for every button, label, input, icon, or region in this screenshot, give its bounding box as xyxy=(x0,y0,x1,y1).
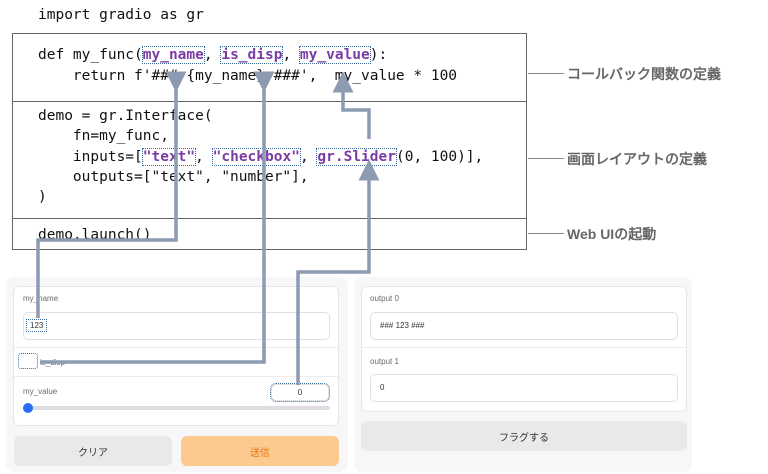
annotation-leader xyxy=(528,73,564,74)
launch-code-box xyxy=(12,218,527,250)
import-line: import gradio as gr xyxy=(38,7,204,23)
input-text: "text" xyxy=(141,148,197,166)
is-disp-checkbox[interactable] xyxy=(18,353,38,369)
divider xyxy=(14,347,338,348)
arg-is-disp: is_disp xyxy=(220,46,284,64)
flag-button[interactable]: フラグする xyxy=(361,421,687,451)
slider-thumb[interactable] xyxy=(23,403,33,413)
fn-line: fn=my_func, xyxy=(38,128,169,144)
slider-number-input[interactable]: 0 xyxy=(270,383,330,402)
annotation-callback: コールバック関数の定義 xyxy=(567,66,721,82)
slider-label: my_value xyxy=(23,387,58,396)
func-def-suffix: ): xyxy=(369,47,388,63)
slider-args: (0, 100)], xyxy=(395,149,484,165)
output1-label: output 1 xyxy=(370,357,399,366)
clear-button[interactable]: クリア xyxy=(14,436,172,466)
arg-separator: , xyxy=(282,47,300,63)
name-field-label: my_name xyxy=(23,294,59,303)
slider-track[interactable] xyxy=(28,406,330,410)
input-panel xyxy=(13,286,339,426)
output1-value: 0 xyxy=(370,374,678,402)
output0-label: output 0 xyxy=(370,294,399,303)
connector-is-disp xyxy=(40,71,275,364)
output0-value: ### 123 ### xyxy=(370,312,678,340)
inputs-line: inputs=["text", "checkbox", gr.Slider(0,… xyxy=(38,148,484,166)
func-def-line: def my_func(my_name, is_disp, my_value): xyxy=(38,46,387,64)
annotation-layout: 画面レイアウトの定義 xyxy=(567,151,707,167)
demo-line: demo = gr.Interface( xyxy=(38,108,213,124)
annotation-leader xyxy=(528,158,564,159)
connector-my-name xyxy=(36,71,187,318)
func-def-prefix: def my_func( xyxy=(38,47,143,63)
annotation-launch: Web UIの起動 xyxy=(567,226,657,242)
annotation-leader xyxy=(528,233,564,234)
connector-slider-arg xyxy=(332,71,371,139)
close-paren-line: ) xyxy=(38,189,47,205)
inputs-prefix: inputs=[ xyxy=(38,149,143,165)
arg-my-value: my_value xyxy=(298,46,371,64)
connector-my-value xyxy=(296,159,380,385)
name-input[interactable]: 123 xyxy=(23,312,330,340)
divider xyxy=(14,376,338,377)
arg-my-name: my_name xyxy=(141,46,205,64)
name-input-value: 123 xyxy=(25,319,48,332)
submit-button[interactable]: 送信 xyxy=(181,436,339,466)
input-checkbox: "checkbox" xyxy=(211,148,301,166)
arg-separator: , xyxy=(203,47,222,63)
divider xyxy=(362,347,686,348)
